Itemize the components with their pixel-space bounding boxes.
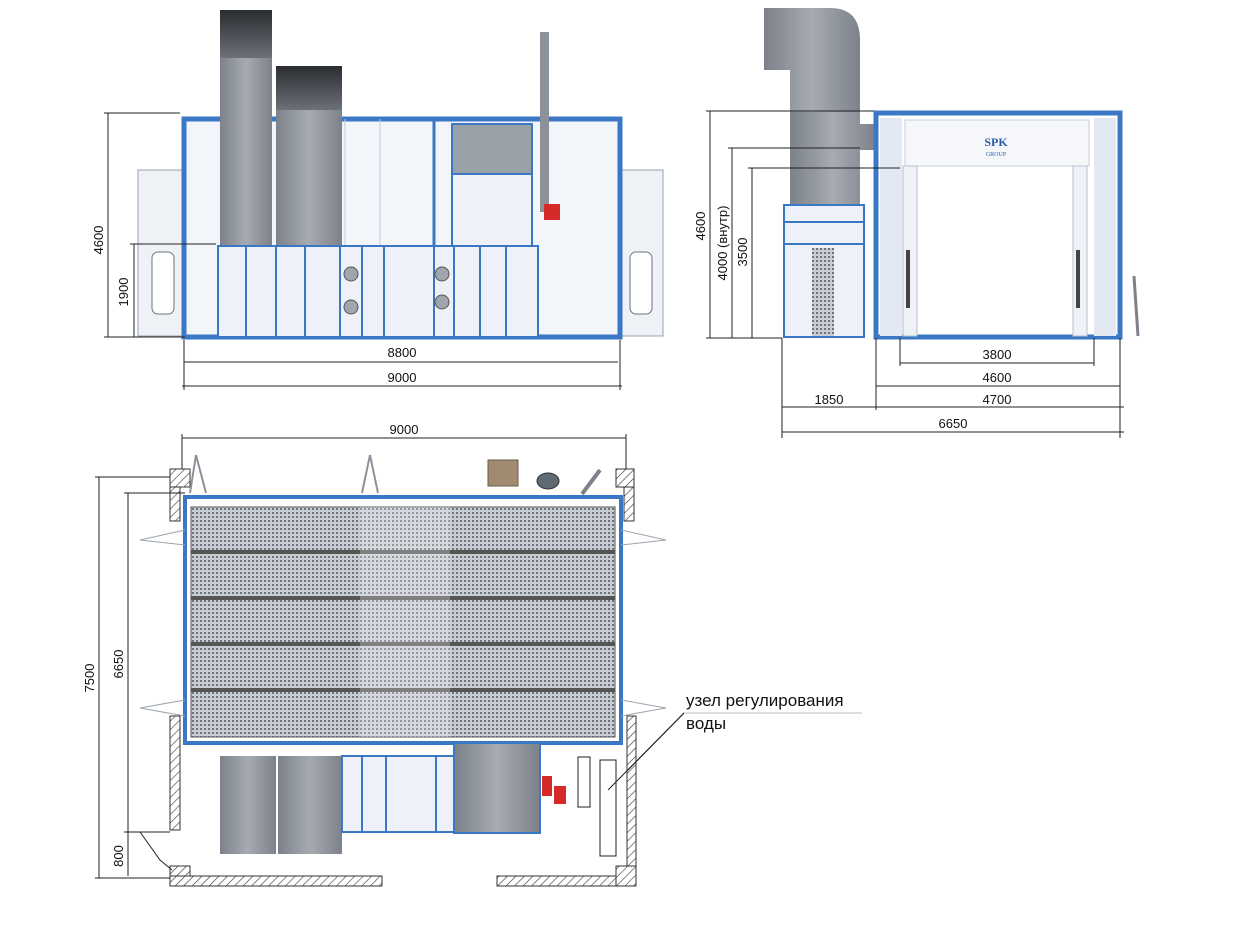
side-header-panel	[904, 119, 1090, 167]
front-width-outer-label: 9000	[388, 370, 417, 385]
side-duct-upper	[764, 8, 860, 112]
floor-grating	[190, 506, 616, 738]
wall-left	[169, 715, 181, 831]
water-node-note-line2: воды	[686, 714, 726, 733]
plan-heater	[453, 742, 541, 834]
wall-right	[626, 715, 637, 867]
plan-depth-total-label: 7500	[82, 664, 97, 693]
side-filter-grille	[812, 248, 834, 336]
panel-stand	[580, 468, 602, 496]
water-node-note-line1: узел регулирования	[686, 691, 844, 710]
door-left-lower	[139, 699, 186, 717]
left-door-window	[151, 251, 175, 315]
control-box	[487, 459, 519, 487]
plan-depth-service-label: 800	[111, 845, 126, 867]
side-width-total-label: 6650	[939, 416, 968, 431]
plan-width-label: 9000	[390, 422, 419, 437]
door-left-upper	[139, 529, 186, 546]
valve-1-icon	[343, 266, 359, 282]
support-left	[189, 454, 207, 494]
water-node-1	[577, 756, 591, 808]
side-width-cabin-label: 4700	[983, 392, 1012, 407]
exhaust-pipe	[540, 32, 549, 212]
heater-top	[451, 123, 533, 175]
front-height-lower-label: 1900	[116, 278, 131, 307]
support-middle	[361, 454, 379, 494]
side-duct-lower	[790, 112, 876, 205]
spk-logo-sub: GROUP	[986, 152, 1007, 158]
valve-4-icon	[434, 294, 450, 310]
plan-depth-cabin-label: 6650	[111, 650, 126, 679]
wall-stub-top-right	[615, 468, 635, 488]
side-height-inner-label: 4000 (внутр)	[715, 206, 730, 281]
door-right-lower	[620, 699, 667, 717]
side-height-total-label: 4600	[693, 212, 708, 241]
valve-3-icon	[434, 266, 450, 282]
right-door-window	[629, 251, 653, 315]
valve-2-icon	[343, 299, 359, 315]
pump-unit	[536, 472, 560, 490]
wall-stub-top-left	[169, 468, 191, 488]
plan-duct-1	[220, 756, 276, 854]
plan-duct-2	[278, 756, 342, 854]
wall-bottom-right	[496, 875, 628, 887]
side-view: SPK GROUP 4600 4000 (внутр) 3500 3800 46…	[693, 8, 1140, 438]
side-width-frame-label: 4600	[983, 370, 1012, 385]
control-stand	[1132, 275, 1140, 337]
door-right-upper	[620, 529, 667, 546]
plan-unit-panels	[341, 755, 455, 833]
wall-bottom-left	[169, 875, 383, 887]
plan-view: 9000	[82, 422, 862, 887]
side-height-door-label: 3500	[735, 238, 750, 267]
front-height-total-label: 4600	[91, 226, 106, 255]
side-width-unit-label: 1850	[815, 392, 844, 407]
plan-burner-red	[542, 776, 552, 796]
front-view: 4600 1900 8800 9000	[91, 10, 664, 390]
front-lower-panels	[217, 245, 539, 338]
burner-red	[544, 204, 560, 220]
spk-logo: SPK	[984, 135, 1008, 149]
front-width-inner-label: 8800	[388, 345, 417, 360]
water-node-2	[599, 759, 617, 857]
side-width-door-label: 3800	[983, 347, 1012, 362]
